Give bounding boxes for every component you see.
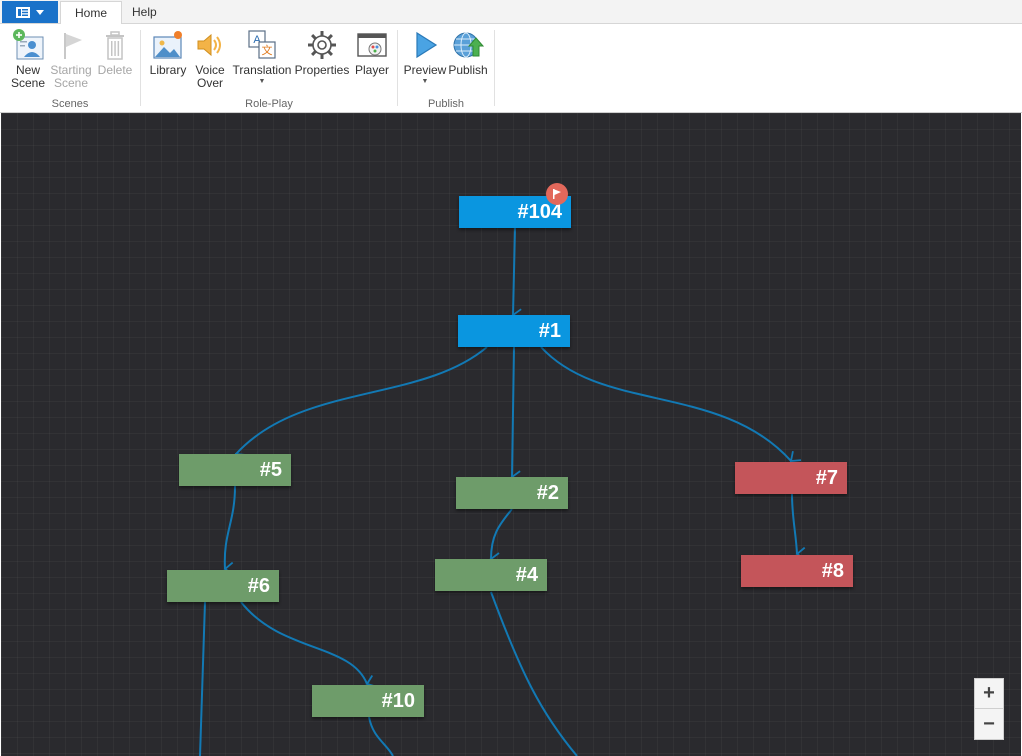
chevron-down-icon: ▼: [258, 78, 266, 85]
edge-6-down: [199, 601, 206, 756]
scene-node-label: #104: [517, 201, 563, 223]
player-label: Player: [354, 63, 389, 77]
zoom-controls: + −: [974, 678, 1004, 740]
translation-button[interactable]: A 文 Translation ▼: [232, 28, 292, 85]
player-button[interactable]: Player: [352, 28, 392, 77]
edge-1-2: [510, 346, 521, 484]
edge-104-1: [511, 227, 522, 322]
tab-help[interactable]: Help: [132, 5, 157, 19]
properties-button[interactable]: Properties: [295, 28, 349, 77]
scene-node-1[interactable]: #1: [458, 315, 570, 347]
delete-label: Delete: [97, 63, 133, 77]
voice-over-label: Voice Over: [195, 63, 225, 90]
publish-group: Preview ▼ Publish Publish: [398, 24, 494, 113]
group-separator: [397, 30, 398, 106]
translation-icon: A 文: [248, 30, 276, 59]
edge-1-7: [540, 346, 802, 463]
app-menu-icon: [16, 6, 30, 18]
new-scene-icon: [13, 29, 44, 60]
trash-icon: [106, 31, 124, 60]
new-scene-button[interactable]: New Scene: [8, 28, 48, 90]
chevron-down-icon: ▼: [421, 78, 429, 85]
library-label: Library: [149, 63, 187, 77]
voice-over-button[interactable]: Voice Over: [191, 28, 229, 90]
edge-4-down: [490, 591, 578, 756]
starting-scene-flag-icon: [546, 183, 568, 205]
library-icon: [153, 31, 182, 59]
properties-label: Properties: [294, 63, 350, 77]
ribbon-tab-strip: Home Help: [0, 0, 1022, 25]
roleplay-group: Library Voice Over A 文 Transl: [141, 24, 397, 113]
preview-button[interactable]: Preview ▼: [404, 28, 446, 85]
new-scene-label: New Scene: [10, 63, 46, 90]
starting-scene-button[interactable]: Starting Scene: [50, 28, 92, 90]
zoom-out-button[interactable]: −: [983, 712, 995, 735]
scene-node-label: #8: [821, 560, 844, 582]
scene-node-label: #6: [247, 575, 270, 597]
publish-group-label: Publish: [427, 98, 465, 110]
scene-node-label: #10: [381, 690, 415, 712]
publish-button[interactable]: Publish: [448, 28, 488, 77]
scene-node-10[interactable]: #10: [312, 685, 424, 717]
scene-node-label: #7: [815, 467, 838, 489]
app-menu-button[interactable]: [2, 1, 58, 23]
gear-icon: [308, 31, 336, 59]
chevron-down-icon: [36, 9, 44, 15]
scene-node-8[interactable]: #8: [741, 555, 853, 587]
starting-scene-label: Starting Scene: [50, 63, 92, 90]
zoom-in-button[interactable]: +: [975, 679, 1003, 709]
scenes-group-label: Scenes: [51, 98, 89, 110]
edge-7-8: [791, 493, 806, 561]
edge-5-6: [223, 485, 236, 576]
scene-node-6[interactable]: #6: [167, 570, 279, 602]
play-icon: [416, 31, 438, 59]
library-button[interactable]: Library: [149, 28, 187, 77]
edge-6-10: [240, 601, 377, 688]
svg-text:A: A: [253, 34, 261, 46]
edge-1-5: [234, 346, 488, 464]
scene-node-104[interactable]: #104: [459, 183, 571, 228]
scene-flow-canvas[interactable]: #104 #1 #5 #2 #7 #6 #4 #8 #10 + −: [1, 113, 1021, 756]
preview-label: Preview: [403, 63, 447, 77]
tab-home[interactable]: Home: [60, 1, 123, 25]
scene-connections: [199, 227, 806, 756]
scene-node-5[interactable]: #5: [179, 454, 291, 486]
scene-node-label: #5: [259, 459, 282, 481]
scene-node-label: #1: [538, 320, 561, 342]
scene-node-label: #2: [536, 482, 559, 504]
scene-node-label: #4: [515, 564, 538, 586]
scene-node-2[interactable]: #2: [456, 477, 568, 509]
flag-icon: [64, 33, 82, 59]
player-icon: [357, 33, 387, 57]
svg-text:文: 文: [262, 43, 273, 57]
scene-node-7[interactable]: #7: [735, 462, 847, 494]
scene-node-4[interactable]: #4: [435, 559, 547, 591]
translation-label: Translation: [232, 63, 292, 77]
scenes-group: New Scene Starting Scene: [0, 24, 140, 113]
globe-upload-icon: [453, 32, 485, 58]
group-separator: [494, 30, 495, 106]
edge-2-4: [489, 508, 513, 566]
ribbon: New Scene Starting Scene: [0, 24, 1022, 113]
delete-button[interactable]: Delete: [96, 28, 134, 77]
edge-10-down: [368, 716, 394, 756]
publish-label: Publish: [448, 63, 488, 77]
roleplay-group-label: Role-Play: [245, 98, 293, 110]
speaker-icon: [197, 33, 221, 57]
group-separator: [140, 30, 141, 106]
